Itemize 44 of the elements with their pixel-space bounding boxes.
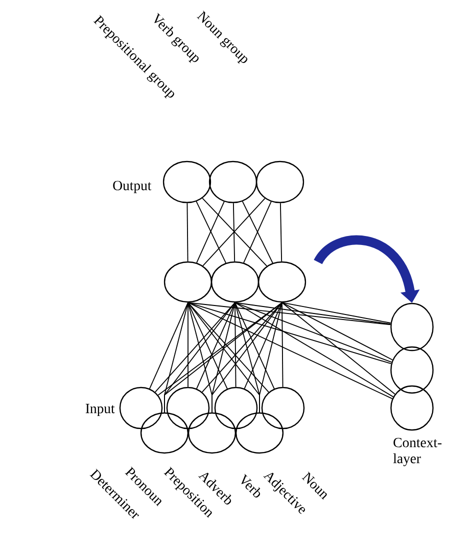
connection-line: [212, 302, 282, 413]
connection-line: [259, 302, 282, 413]
connection-line: [232, 202, 236, 262]
connection-line: [234, 302, 392, 325]
connection-line: [164, 302, 282, 413]
connection-line: [282, 302, 284, 388]
connection-line: [196, 302, 236, 390]
neuron-ellipse: [390, 302, 434, 352]
connection-line: [282, 302, 392, 324]
neuron-ellipse: [166, 386, 210, 430]
layer-label: Input: [86, 404, 115, 416]
connection-line: [234, 302, 236, 388]
connection-line: [188, 302, 393, 400]
neuron-ellipse: [208, 160, 258, 204]
neuron-ellipse: [162, 160, 212, 204]
neuron-ellipse: [164, 261, 212, 303]
neuron-ellipse: [210, 261, 260, 303]
connection-line: [154, 302, 236, 393]
connection-line: [158, 302, 282, 396]
connection-line: [188, 302, 228, 390]
connection-line: [188, 302, 392, 364]
connection-line: [280, 202, 282, 262]
connection-line: [234, 302, 394, 398]
connection-line: [188, 302, 391, 326]
connection-line: [282, 302, 393, 360]
neuron-ellipse: [256, 160, 304, 204]
connection-line: [234, 302, 392, 363]
connection-line: [234, 302, 275, 390]
connection-line: [202, 302, 282, 393]
connection-line: [186, 202, 188, 262]
connection-line: [244, 302, 282, 390]
connection-line: [188, 302, 270, 393]
neuron-ellipse: [390, 385, 434, 431]
neuron-ellipse: [188, 412, 236, 454]
neuron-ellipse: [390, 346, 434, 394]
connection-line: [282, 302, 396, 395]
neuron-ellipse: [261, 386, 305, 430]
neuron-ellipse: [214, 386, 258, 430]
neuron-ellipse: [140, 412, 189, 454]
unit-label: Verb: [241, 474, 260, 498]
neuron-ellipse: [119, 386, 163, 430]
connection-line: [149, 302, 188, 390]
neuron-ellipse: [258, 261, 306, 303]
neuron-ellipse: [235, 412, 284, 454]
